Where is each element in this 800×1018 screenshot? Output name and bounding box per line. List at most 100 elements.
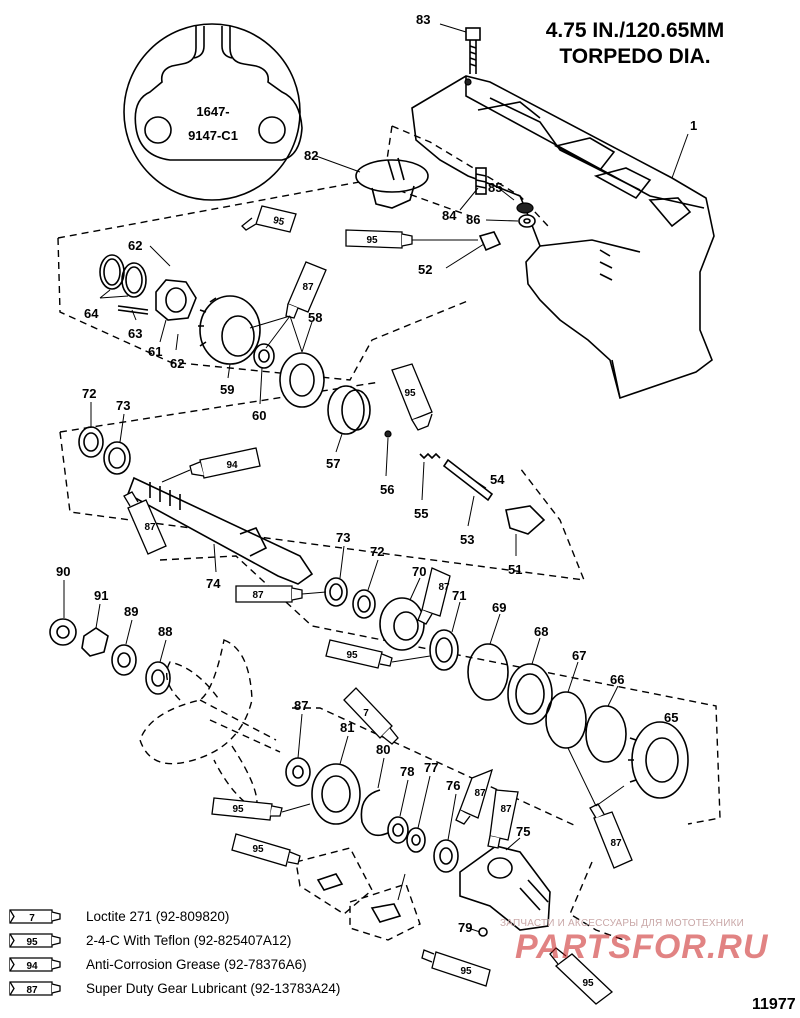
callout-54: 54 <box>490 472 505 487</box>
callout-53: 53 <box>460 532 474 547</box>
legend-tube-icon: 87 <box>9 981 61 996</box>
bearing-60 <box>253 343 275 369</box>
callout-66: 66 <box>610 672 624 687</box>
gear-59 <box>198 295 261 365</box>
lubricant-tube-87a: 87 <box>249 261 327 353</box>
stud-84 <box>475 167 487 195</box>
legend-tube-icon: 94 <box>9 957 61 972</box>
lubricant-tube-95h: 95 <box>549 947 614 1005</box>
callout-69: 69 <box>492 600 506 615</box>
bearing-81 <box>311 763 361 825</box>
callout-81: 81 <box>340 720 354 735</box>
nut-85 <box>516 202 534 214</box>
legend-code: 95 <box>26 937 38 948</box>
watermark-brand: PARTSFOR.RU <box>515 928 769 966</box>
callout-71: 71 <box>452 588 466 603</box>
callout-52: 52 <box>418 262 432 277</box>
callout-55: 55 <box>414 506 428 521</box>
o-ring-69 <box>467 643 509 701</box>
callout-83: 83 <box>416 12 430 27</box>
callout-70: 70 <box>412 564 426 579</box>
lock-tab-a <box>316 873 344 891</box>
callout-56: 56 <box>380 482 394 497</box>
tube-code: 95 <box>272 215 286 228</box>
lubricant-tube-95e: 95 <box>211 797 311 821</box>
washer-72a <box>78 426 104 458</box>
legend-row: 7 Loctite 271 (92-809820) <box>8 906 428 930</box>
bearing-58 <box>279 352 325 408</box>
legend-text: 2-4-C With Teflon (92-825407A12) <box>86 933 292 948</box>
tube-code: 95 <box>460 966 472 977</box>
callout-86: 86 <box>466 212 480 227</box>
tube-code: 7 <box>363 708 369 719</box>
lubricant-tube-95f: 95 <box>231 833 301 867</box>
title-line-2: TORPEDO DIA. <box>559 45 711 68</box>
lubricant-tube-94a: 94 <box>161 447 261 483</box>
callout-88: 88 <box>158 624 172 639</box>
callout-58: 58 <box>308 310 322 325</box>
callout-1: 1 <box>690 118 697 133</box>
washer-72b <box>352 589 376 619</box>
tube-code: 87 <box>302 282 314 293</box>
tube-code: 87 <box>438 582 450 593</box>
callout-68: 68 <box>534 624 548 639</box>
diagram-title: 4.75 IN./120.65MM TORPEDO DIA. <box>500 18 770 70</box>
legend-tube-icon: 95 <box>9 933 61 948</box>
o-ring-67 <box>545 691 587 749</box>
dashed-guide-lines <box>57 125 721 941</box>
callout-62b: 62 <box>170 356 184 371</box>
callout-65: 65 <box>664 710 678 725</box>
water-pickup-82 <box>355 157 429 209</box>
callout-72a: 72 <box>82 386 96 401</box>
callout-62a: 62 <box>128 238 142 253</box>
legend-text: Loctite 271 (92-809820) <box>86 909 230 924</box>
bearing-carrier-75 <box>459 845 551 931</box>
seals-64 <box>99 254 147 298</box>
washer-87 <box>285 757 311 787</box>
callout-64: 64 <box>84 306 99 321</box>
tube-code: 87 <box>252 590 264 601</box>
washer-86 <box>518 214 536 228</box>
o-ring-79 <box>478 927 488 937</box>
tube-code: 95 <box>404 388 416 399</box>
lubricant-tube-87d: 87 <box>417 567 451 625</box>
tube-code: 95 <box>366 235 378 246</box>
leader-lines <box>63 23 689 933</box>
callout-60: 60 <box>252 408 266 423</box>
legend-code: 94 <box>26 961 38 972</box>
spacer-89 <box>111 644 137 676</box>
bearing-71 <box>429 629 459 671</box>
bearing-73b <box>324 577 348 607</box>
tube-code: 95 <box>346 650 358 661</box>
callout-63: 63 <box>128 326 142 341</box>
gear-housing <box>411 75 715 400</box>
ball-56 <box>384 430 392 438</box>
propeller-outline <box>139 639 281 812</box>
legend-code: 87 <box>26 985 38 996</box>
callout-57: 57 <box>326 456 340 471</box>
callout-labels: 1 82 83 85 84 86 52 62 64 63 61 62 59 60… <box>56 12 697 935</box>
washer-91 <box>81 627 109 657</box>
lubricant-tube-95c: 95 <box>391 363 433 431</box>
callout-75: 75 <box>516 824 530 839</box>
seal-77 <box>406 827 426 853</box>
lubricant-tube-95a: 95 <box>241 205 297 233</box>
lubricant-legend: 7 Loctite 271 (92-809820) 95 2-4-C With … <box>8 906 428 1002</box>
callout-82: 82 <box>304 148 318 163</box>
callout-67: 67 <box>572 648 586 663</box>
lubricant-tube-87c: 87 <box>235 585 327 603</box>
fitting-52 <box>478 231 502 252</box>
seal-78 <box>387 816 409 844</box>
callout-59: 59 <box>220 382 234 397</box>
nut-90 <box>49 618 77 646</box>
bearing-76 <box>433 839 459 873</box>
tube-code: 95 <box>232 804 244 815</box>
shim-68 <box>507 663 553 725</box>
legend-text: Super Duty Gear Lubricant (92-13783A24) <box>86 981 341 996</box>
lubricant-tube-95b: 95 <box>345 229 478 249</box>
retainer-61 <box>155 279 197 321</box>
slide-51 <box>505 505 546 535</box>
lubricant-tube-87g: 87 <box>567 747 633 869</box>
tube-code: 87 <box>610 838 622 849</box>
